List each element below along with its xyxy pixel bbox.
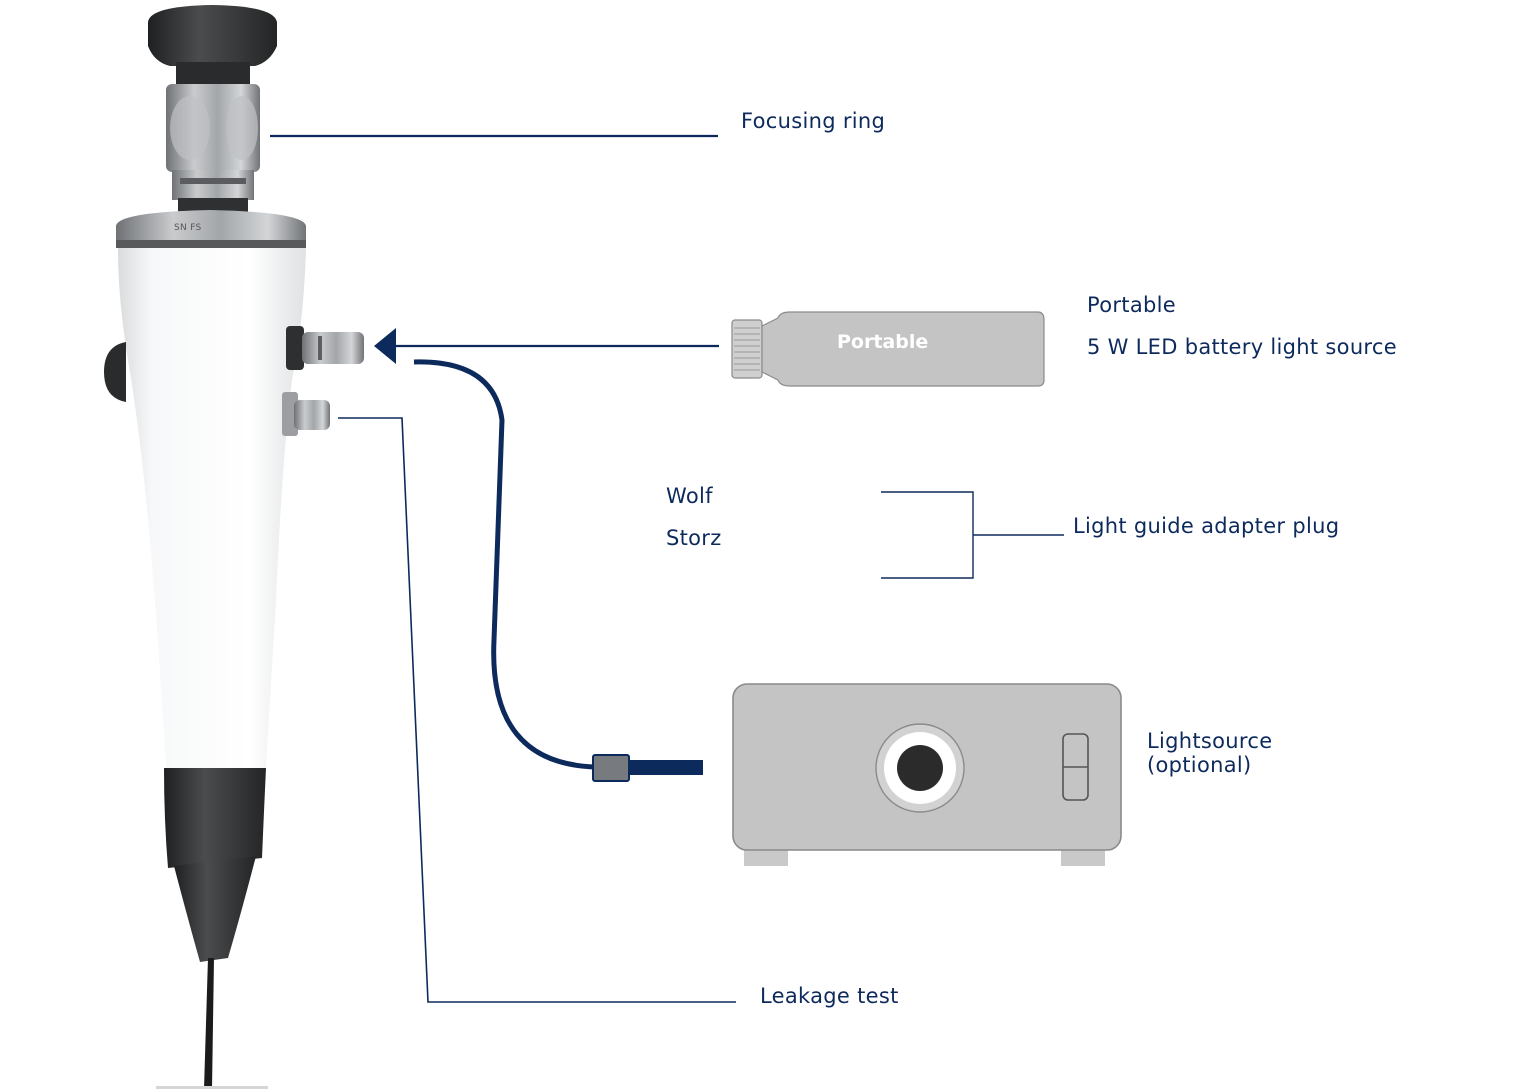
light-post-connector (302, 332, 364, 364)
leader-lines (270, 134, 1064, 1003)
lightsource-port (897, 745, 943, 791)
light-post-base (286, 326, 304, 370)
leakage-valve (294, 400, 330, 430)
scope-taper (174, 856, 256, 962)
portable-body (761, 311, 1045, 387)
lightsource-unit (732, 683, 1122, 866)
adapter-bracket (881, 491, 974, 579)
label-leakage-test: Leakage test (760, 984, 899, 1008)
label-lightsource: Lightsource (optional) (1147, 729, 1273, 777)
eyepiece-neck (176, 62, 250, 84)
light-cable (413, 359, 597, 770)
scope-grip (164, 768, 266, 868)
label-portable-desc: 5 W LED battery light source (1087, 335, 1397, 359)
leakage-leader (338, 417, 736, 1003)
label-portable-title: Portable (1087, 293, 1176, 317)
scope-collar (116, 210, 306, 248)
label-storz: Storz (666, 526, 722, 550)
label-lightsource-line1: Lightsource (1147, 729, 1273, 753)
label-light-guide-adapter: Light guide adapter plug (1073, 514, 1340, 538)
lightsource-foot-left (744, 848, 788, 866)
eyepiece-cap (148, 5, 277, 66)
arrow-head (374, 328, 396, 364)
endoscope-illustration (104, 5, 364, 1089)
side-button (104, 342, 126, 402)
cable-plug (629, 760, 703, 775)
portable-light-source (731, 311, 1045, 387)
cable-connector (592, 754, 630, 782)
scope-shaft (204, 958, 214, 1089)
portable-device-label: Portable (837, 331, 929, 353)
label-wolf: Wolf (666, 484, 713, 508)
label-lightsource-line2: (optional) (1147, 752, 1252, 777)
portable-cap (731, 319, 763, 379)
serial-marking: SN FS (174, 223, 202, 233)
lightsource-foot-right (1061, 848, 1105, 866)
focusing-ring-lower (172, 170, 254, 200)
scope-handle (118, 248, 306, 768)
label-focusing-ring: Focusing ring (741, 109, 886, 133)
